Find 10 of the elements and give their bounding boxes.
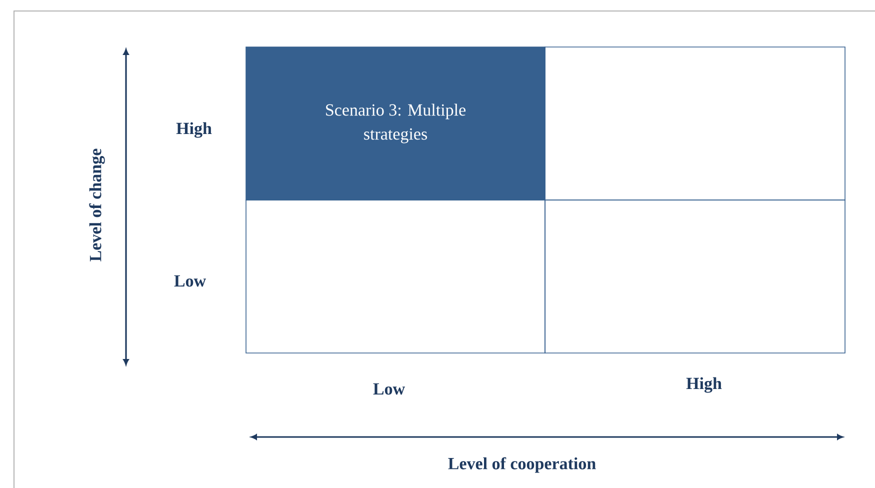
scenario-cell: Scenario 3: Multiple strategies [246,46,546,200]
matrix-cell [544,46,846,200]
axis-title: Level of change [89,148,105,262]
axis-value: High [686,377,722,393]
matrix-cell [544,200,846,354]
axis-value: Low [373,383,405,395]
matrix-cell [246,200,546,354]
axis-value: Low [174,275,206,287]
axis-title: Level of cooperation [448,457,596,473]
axis-value: High [176,122,212,138]
